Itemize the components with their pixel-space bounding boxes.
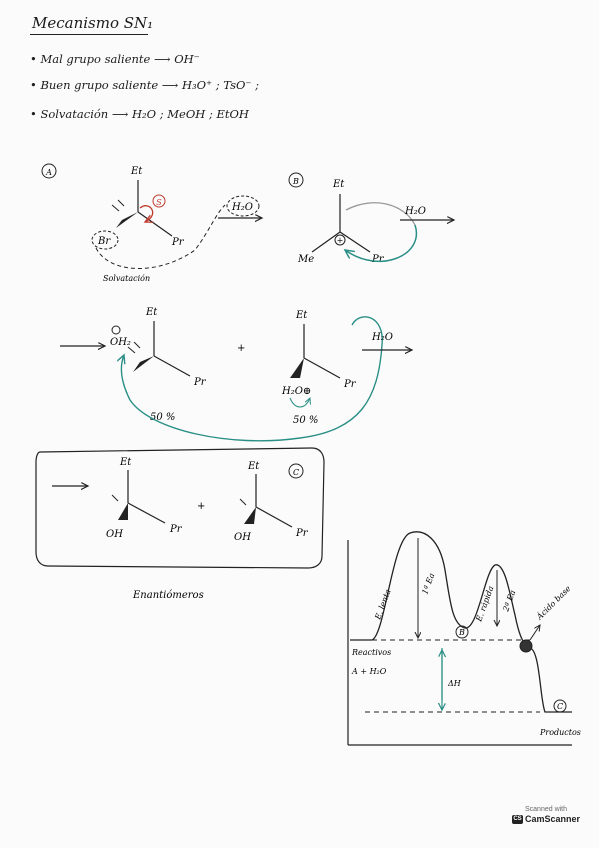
- page-title: Mecanismo SN₁: [32, 14, 154, 32]
- diagram-mark-c: C: [557, 702, 563, 711]
- camscanner-logo-icon: CS: [511, 814, 523, 824]
- enantiomers-box: C Et Pr OH + Et Pr OH Enantiómeros: [35, 447, 325, 601]
- substituent-oh: OH: [106, 529, 123, 540]
- step-a-label: A: [45, 168, 52, 177]
- reagent-label: H₂O: [404, 206, 426, 217]
- substituent-pr: Pr: [193, 377, 207, 388]
- delta-h-label: ΔH: [447, 679, 462, 688]
- substituent-et: Et: [295, 310, 308, 321]
- intermediate-row: Et Pr OH₂ + Et Pr H₂O⊕ 50 % 50 % H₂O: [60, 307, 412, 442]
- substituent-et: Et: [130, 166, 143, 177]
- arrow-icon: ⟶: [154, 52, 175, 66]
- substituent-h2o-plus: H₂O⊕: [281, 386, 311, 397]
- fast-step-label: E. rápida: [474, 585, 496, 624]
- plus-sign: +: [237, 343, 245, 354]
- energy-diagram: E. lenta 1ª Ea E. rápida 2ª Ea B Ácido b…: [347, 531, 581, 746]
- reactants-label: Reactivos: [351, 648, 391, 657]
- reagent-label: H₂O: [371, 332, 393, 343]
- diagram-mark-b: B: [458, 628, 465, 637]
- substituent-pr: Pr: [343, 379, 357, 390]
- ea1-label: 1ª Ea: [420, 572, 436, 596]
- substituent-pr: Pr: [295, 528, 309, 539]
- substituent-pr: Pr: [371, 254, 385, 265]
- plus-sign: +: [197, 501, 205, 512]
- step-a: A Et Pr Br S H₂O Solvatación: [41, 163, 262, 283]
- substituent-oh2: OH₂: [110, 337, 131, 348]
- step-a-marker: [41, 163, 57, 179]
- camscanner-stamp: Scanned with CS CamScanner: [508, 806, 584, 824]
- products-label: Productos: [539, 728, 581, 737]
- substituent-et: Et: [247, 461, 260, 472]
- step-a-water: H₂O: [231, 202, 253, 213]
- bullet-value: H₂O ; MeOH ; EtOH: [132, 107, 249, 121]
- substituent-pr: Pr: [171, 237, 185, 248]
- substituent-et: Et: [145, 307, 158, 318]
- title-underline: [30, 34, 148, 35]
- step-c-marker: [288, 463, 304, 479]
- substituent-et: Et: [119, 457, 132, 468]
- slow-step-label: E. lenta: [373, 588, 393, 622]
- percent-left: 50 %: [150, 412, 175, 423]
- bullet-solvation: • Solvatación ⟶ H₂O ; MeOH ; EtOH: [30, 107, 249, 121]
- substituent-et: Et: [332, 179, 345, 190]
- bullet-value: H₃O⁺ ; TsO⁻ ;: [181, 78, 260, 92]
- substituent-pr: Pr: [169, 524, 183, 535]
- arrow-icon: ⟶: [161, 78, 182, 92]
- charge-plus: +: [337, 236, 344, 245]
- step-c-label: C: [293, 468, 299, 477]
- bullet-good-leaving-group: • Buen grupo saliente ⟶ H₃O⁺ ; TsO⁻ ;: [30, 78, 259, 92]
- step-b-label: B: [292, 177, 299, 186]
- ea2-label: 2ª Ea: [501, 589, 517, 614]
- stamp-brand: CS CamScanner: [508, 814, 584, 824]
- bullet-bad-leaving-group: • Mal grupo saliente ⟶ OH⁻: [30, 52, 200, 66]
- stamp-top-text: Scanned with: [524, 806, 568, 813]
- bullet-value: OH⁻: [174, 52, 200, 66]
- reactants-sub-label: A + H₂O: [351, 667, 387, 676]
- substituent-oh: OH: [234, 532, 251, 543]
- percent-right: 50 %: [293, 415, 318, 426]
- step-b: B Et Me Pr + H₂O: [288, 172, 454, 265]
- acid-base-label: Ácido base: [534, 584, 572, 622]
- charge-s: S: [156, 198, 162, 207]
- stamp-brand-name: CamScanner: [524, 814, 581, 824]
- substituent-me: Me: [297, 254, 314, 265]
- enantiomers-label: Enantiómeros: [132, 590, 204, 601]
- bullet-label: • Buen grupo saliente: [30, 78, 159, 92]
- step-b-marker: [288, 172, 304, 188]
- bullet-label: • Mal grupo saliente: [30, 52, 151, 66]
- solvation-label: Solvatación: [103, 274, 150, 283]
- substituent-br: Br: [97, 236, 111, 247]
- bullet-label: • Solvatación: [30, 107, 109, 121]
- arrow-icon: ⟶: [111, 107, 133, 121]
